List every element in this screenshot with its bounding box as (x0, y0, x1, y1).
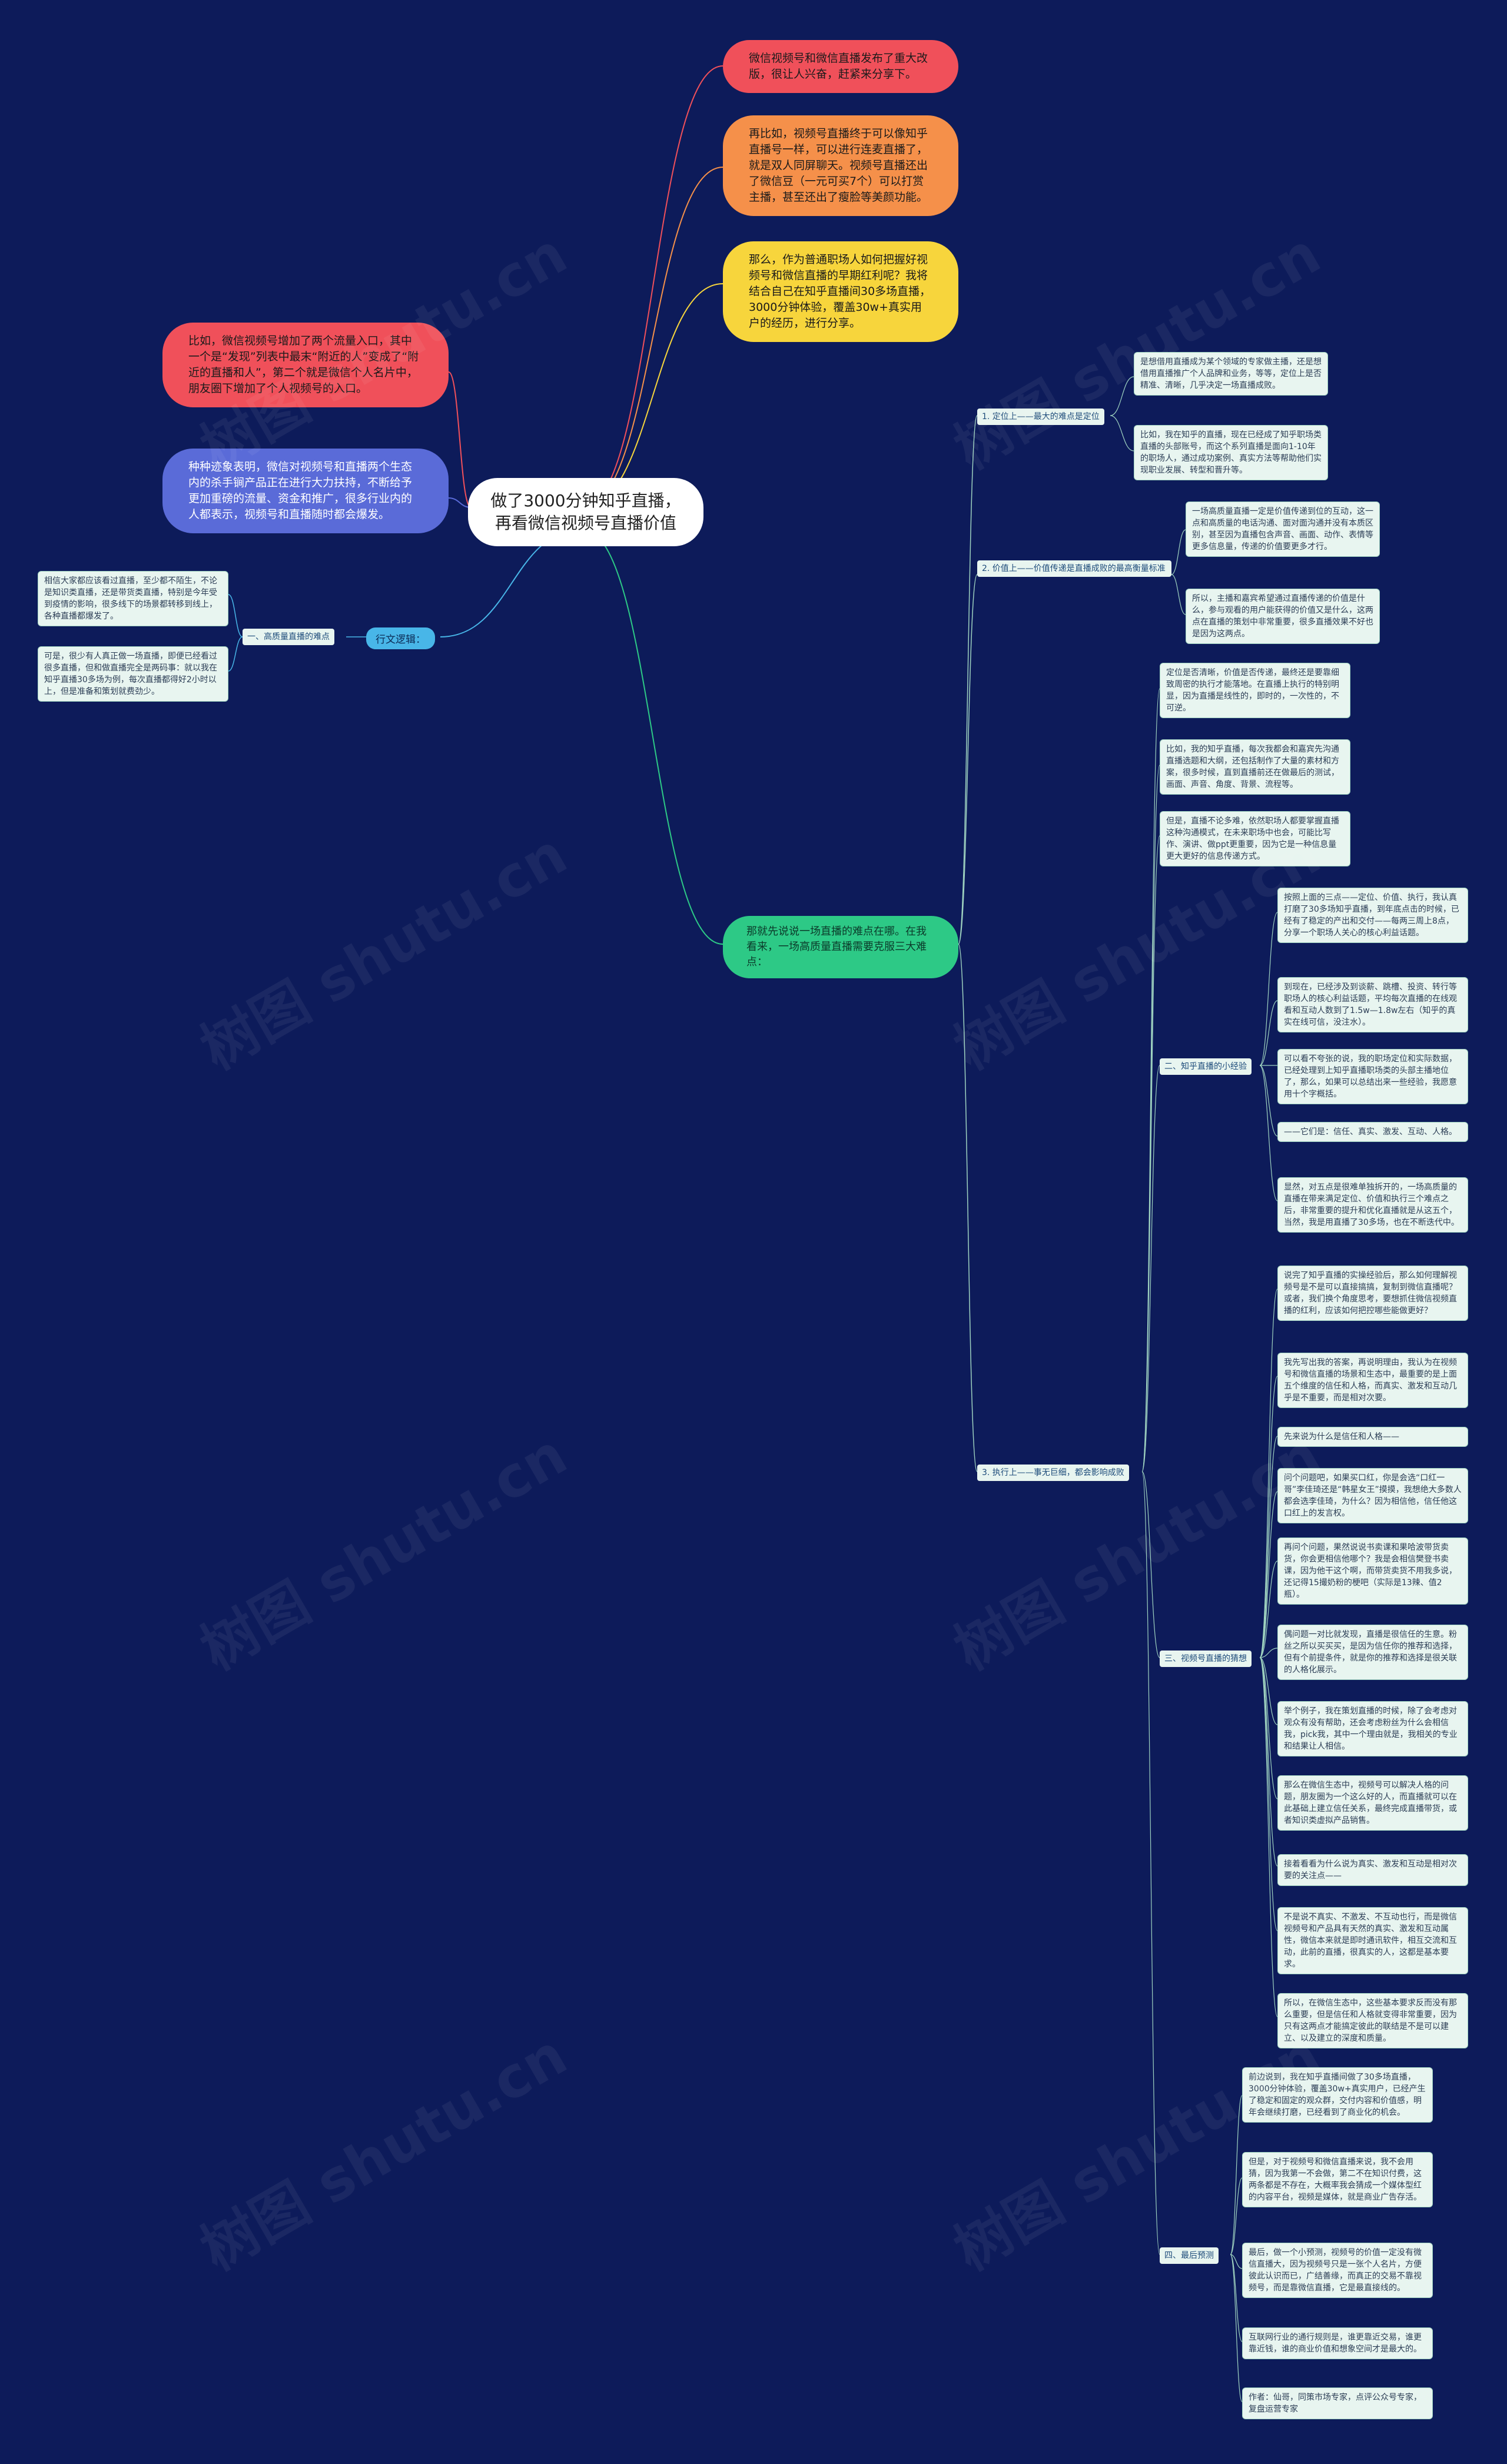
value-note: 一场高质量直播一定是价值传递到位的互动，这一点和高质量的电话沟通、面对面沟通并没… (1186, 502, 1380, 557)
guess-note: 说完了知乎直播的实操经验后，那么如何理解视频号是不是可以直接搞搞，复制到微信直播… (1277, 1266, 1468, 1321)
link-root-bubble-3 (582, 283, 723, 508)
guess-note: 先来说为什么是信任和人格—— (1277, 1427, 1468, 1447)
value-note: 所以，主播和嘉宾希望通过直播传递的价值是什么，参与观看的用户能获得的价值又是什么… (1186, 589, 1380, 644)
predict-note: 但是，对于视频号和微信直播来说，我不会用猜，因为我第一不会做，第二不在知识付费，… (1242, 2152, 1433, 2207)
execution-note: 定位是否清晰，价值是否传递，最终还是要靠细致周密的执行才能落地。在直播上执行的特… (1160, 663, 1350, 718)
link-root-green (582, 529, 723, 945)
section-label-value[interactable]: 2. 价值上——价值传递是直播成败的最高衡量标准 (977, 560, 1171, 577)
subsection-label-predict[interactable]: 四、最后预测 (1160, 2247, 1219, 2264)
link-zhihu-note-2 (1259, 1000, 1278, 1066)
link-guess-note-9 (1259, 1657, 1278, 1867)
link-zhihu-note-5 (1259, 1065, 1278, 1201)
link-difficulty-note-2 (228, 636, 243, 672)
guess-note: 举个例子，我在策划直播的时候，除了会考虑对观众有没有帮助，还会考虑粉丝为什么会相… (1277, 1701, 1468, 1756)
link-value-note-2 (1171, 574, 1186, 615)
guess-note: 我先写出我的答案，再说明理由，我认为在视频号和微信直播的场景和生态中，最重要的是… (1277, 1353, 1468, 1408)
link-guess-note-5 (1259, 1560, 1278, 1658)
link-predict-note-3 (1230, 2254, 1243, 2269)
link-execution-intro-3 (1141, 835, 1160, 1472)
predict-note: 作者：仙哥，同策市场专家，点评公众号专家，复盘运营专家 (1242, 2387, 1433, 2419)
link-predict-note-4 (1230, 2254, 1243, 2342)
zhihu-note: 显然，对五点是很难单独拆开的，一场高质量的直播在带来满足定位、价值和执行三个难点… (1277, 1177, 1468, 1233)
top-bubble-2[interactable]: 再比如，视频号直播终于可以像知乎直播号一样，可以进行连麦直播了，就是双人同屏聊天… (723, 115, 958, 216)
guess-note: 那么在微信生态中，视频号可以解决人格的问题，朋友圈为一个这么好的人，而直播就可以… (1277, 1775, 1468, 1831)
guess-note: 不是说不真实、不激发、不互动也行，而是微信视频号和产品具有天然的真实、激发和互动… (1277, 1907, 1468, 1974)
zhihu-note: 到现在，已经涉及到谈薪、跳槽、投资、转行等职场人的核心利益话题，平均每次直播的在… (1277, 977, 1468, 1032)
link-green-value (958, 574, 978, 945)
section-label-execution[interactable]: 3. 执行上——事无巨细，都会影响成败 (977, 1465, 1129, 1481)
link-guess-note-4 (1259, 1491, 1278, 1658)
subsection-label-guess[interactable]: 三、视频号直播的猜想 (1160, 1651, 1252, 1667)
left-bubble-1[interactable]: 比如，微信视频号增加了两个流量入口，其中一个是“发现”列表中最末“附近的人”变成… (162, 323, 449, 407)
guess-note: 偶问题一对比就发现，直播是很信任的生意。粉丝之所以买买买，是因为信任你的推荐和选… (1277, 1625, 1468, 1680)
link-guess-note-3 (1259, 1436, 1278, 1658)
link-guess-note-1 (1259, 1289, 1278, 1658)
guess-note: 再问个问题，果然说说书卖课和果哈波带货卖货，你会更相信他哪个？我是会相信樊登书卖… (1277, 1537, 1468, 1605)
link-green-positioning (958, 415, 978, 945)
link-predict-note-5 (1230, 2254, 1243, 2402)
link-predict-note-2 (1230, 2177, 1243, 2255)
predict-note: 最后，做一个小预测，视频号的价值一定没有微信直播大，因为视频号只是一张个人名片，… (1242, 2243, 1433, 2298)
left-bubble-2[interactable]: 种种迹象表明，微信对视频号和直播两个生态内的杀手锏产品正在进行大力扶持，不断给予… (162, 449, 449, 533)
subsection-label-zhihu[interactable]: 二、知乎直播的小经验 (1160, 1058, 1252, 1075)
link-zhihu-note-1 (1259, 912, 1278, 1066)
predict-note: 前边说到，我在知乎直播间做了30多场直播，3000分钟体验，覆盖30w+真实用户… (1242, 2067, 1433, 2123)
link-positioning-note-2 (1110, 415, 1134, 451)
positioning-note: 比如，我在知乎的直播，现在已经成了知乎职场类直播的头部账号，而这个系列直播是面向… (1134, 425, 1328, 480)
guess-note: 所以，在微信生态中，这些基本要求反而没有那么重要，但是信任和人格就变得非常重要，… (1277, 1993, 1468, 2048)
top-bubble-1[interactable]: 微信视频号和微信直播发布了重大改版，很让人兴奋，赶紧来分享下。 (723, 40, 958, 93)
link-guess-note-10 (1259, 1657, 1278, 1931)
link-predict-note-1 (1230, 2095, 1243, 2255)
green-node[interactable]: 那就先说说一场直播的难点在哪。在我看来，一场高质量直播需要克服三大难点： (723, 916, 958, 978)
link-execution-intro-2 (1141, 765, 1160, 1472)
link-root-bubble-1 (582, 65, 723, 508)
section-label-positioning[interactable]: 1. 定位上——最大的难点是定位 (977, 409, 1104, 425)
link-value-note-1 (1171, 529, 1186, 575)
link-zhihu-note-4 (1259, 1065, 1278, 1137)
predict-note: 互联网行业的通行规则是，谁更靠近交易，谁更靠近钱，谁的商业价值和想象空间才是最大… (1242, 2327, 1433, 2359)
left-note-2: 可是，很少有人真正做一场直播，即便已经看过很多直播，但和做直播完全是两码事：就以… (38, 646, 228, 702)
link-execution-zhihu (1141, 1065, 1160, 1472)
difficulty-label[interactable]: 一、高质量直播的难点 (243, 629, 334, 645)
execution-note: 但是，直播不论多难，依然职场人都要掌握直播这种沟通模式，在未来职场中也会，可能比… (1160, 811, 1350, 866)
logic-pill[interactable]: 行文逻辑： (366, 627, 435, 649)
link-guess-note-2 (1259, 1376, 1278, 1658)
positioning-note: 是想借用直播成为某个领域的专家做主播，还是想借用直播推广个人品牌和业务，等等，定… (1134, 352, 1328, 396)
guess-note: 问个问题吧，如果买口红，你是会选“口红一哥”李佳琦还是“韩星女王”摸摸，我想绝大… (1277, 1468, 1468, 1523)
root-node[interactable]: 做了3000分钟知乎直播，再看微信视频号直播价值 (468, 478, 703, 546)
zhihu-note: 可以看不夸张的说，我的职场定位和实际数据，已经处理到上知乎直播职场类的头部主播地… (1277, 1049, 1468, 1104)
guess-note: 接着看看为什么说为真实、激发和互动是相对次要的关注点—— (1277, 1854, 1468, 1886)
link-execution-guess (1141, 1471, 1160, 1658)
link-root-left-1 (448, 371, 472, 508)
link-root-bubble-2 (582, 167, 723, 508)
zhihu-note: 按照上面的三点——定位、价值、执行，我认真打磨了30多场知乎直播，到年底点击的时… (1277, 888, 1468, 943)
link-positioning-note-1 (1110, 376, 1134, 416)
link-guess-note-7 (1259, 1657, 1278, 1725)
link-guess-note-11 (1259, 1657, 1278, 2017)
execution-note: 比如，我的知乎直播，每次我都会和嘉宾先沟通直播选题和大纲，还包括制作了大量的素材… (1160, 739, 1350, 795)
left-note-1: 相信大家都应该看过直播，至少都不陌生，不论是知识类直播，还是带货类直播，特别是今… (38, 571, 228, 626)
link-green-execution (958, 944, 978, 1472)
link-guess-note-8 (1259, 1657, 1278, 1799)
link-difficulty-note-1 (228, 594, 243, 637)
zhihu-note: ——它们是：信任、真实、激发、互动、人格。 (1277, 1122, 1468, 1142)
link-execution-predict (1141, 1471, 1160, 2255)
top-bubble-3[interactable]: 那么，作为普通职场人如何把握好视频号和微信直播的早期红利呢？我将结合自己在知乎直… (723, 241, 958, 342)
link-guess-note-6 (1259, 1648, 1278, 1658)
